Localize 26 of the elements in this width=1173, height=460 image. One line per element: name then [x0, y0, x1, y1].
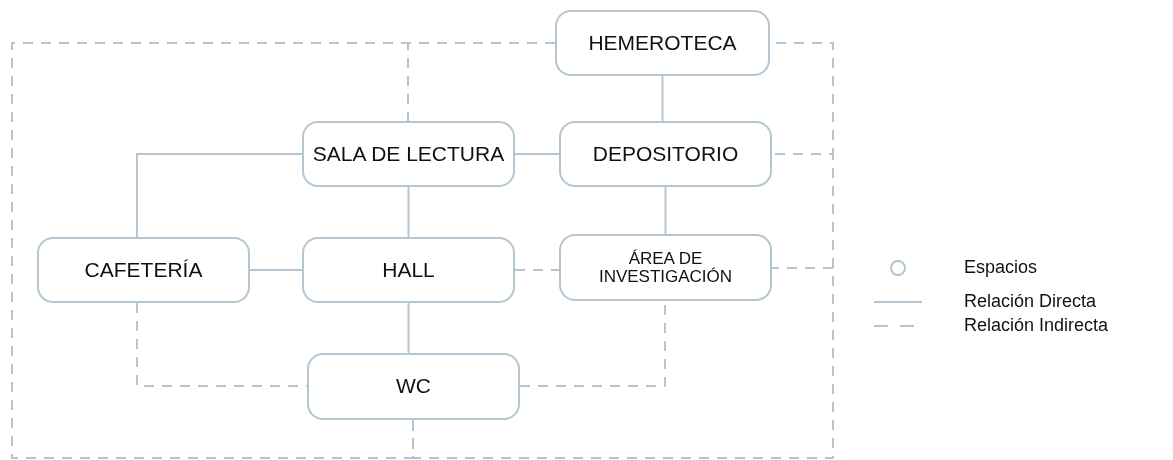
direct-relation-line [136, 153, 303, 238]
direct-relation-line [407, 186, 410, 238]
direct-relation-line [514, 153, 560, 155]
legend-label: Relación Indirecta [964, 315, 1109, 336]
space-name: DEPOSITORIO [592, 142, 739, 165]
space-name: WC [396, 375, 431, 398]
indirect-relation-line [514, 269, 560, 271]
direct-relation-line [661, 75, 664, 122]
legend-label: Relación Directa [964, 291, 1097, 312]
space-box [307, 353, 520, 420]
direct-relation-line [249, 269, 303, 271]
direct-relation-line [407, 302, 410, 354]
indirect-relation-line [412, 267, 834, 459]
space-box [302, 237, 515, 303]
space-box [559, 121, 772, 187]
legend-label: Espacios [964, 257, 1038, 278]
space-name: ÁREA DE INVESTIGACIÓN [597, 249, 734, 286]
space-box [559, 234, 772, 301]
space-name: CAFETERÍA [84, 258, 203, 281]
space-name: SALA DE LECTURA [312, 142, 505, 165]
space-box [37, 237, 250, 303]
space-box [555, 10, 770, 76]
direct-relation-line [664, 186, 667, 235]
space-box [302, 121, 515, 187]
space-name: HEMEROTECA [588, 31, 737, 54]
space-name: HALL [382, 258, 435, 281]
